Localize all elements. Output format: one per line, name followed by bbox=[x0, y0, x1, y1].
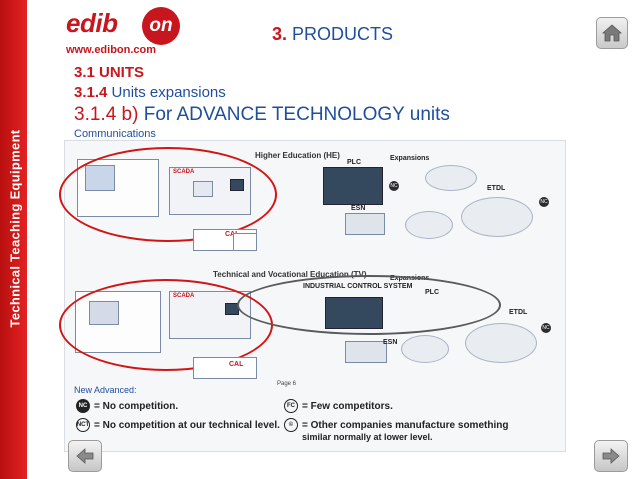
section-advanced-number: 3.1.4 b) bbox=[74, 104, 138, 125]
he-esn-device bbox=[345, 213, 385, 235]
section-advanced: 3.1.4 b) For ADVANCE TECHNOLOGY units bbox=[74, 104, 450, 126]
tv-cal-label: CAL bbox=[229, 361, 243, 368]
legend-nc: NC = No competition. bbox=[76, 399, 178, 413]
tv-esn-device bbox=[345, 341, 387, 363]
he-plc-label: PLC bbox=[347, 159, 361, 166]
logo-text: edib bbox=[66, 8, 117, 39]
he-etdl-label: ETDL bbox=[487, 185, 505, 192]
tv-esn-cloud bbox=[401, 335, 449, 363]
tv-ics-label: INDUSTRIAL CONTROL SYSTEM bbox=[303, 283, 412, 290]
section-expansions-number: 3.1.4 bbox=[74, 84, 107, 101]
nct-badge-icon: NCT bbox=[76, 418, 90, 432]
legend-oc: © = Other companies manufacture somethin… bbox=[284, 418, 508, 432]
legend-nct-text: = No competition at our technical level. bbox=[94, 420, 280, 431]
he-badge-plc: NC bbox=[389, 181, 399, 191]
side-label: Technical Teaching Equipment bbox=[2, 51, 29, 407]
tv-esn-label: ESN bbox=[383, 339, 397, 346]
page-title-number: 3. bbox=[272, 24, 287, 44]
panel-technical-vocational: Technical and Vocational Education (TV) … bbox=[65, 269, 567, 394]
legend-oc-text: = Other companies manufacture something bbox=[302, 420, 508, 431]
he-esn-cloud bbox=[405, 211, 453, 239]
legend-title: New Advanced: bbox=[74, 385, 137, 395]
tv-page-note: Page 6 bbox=[277, 381, 296, 387]
oc-badge-icon: © bbox=[284, 418, 298, 432]
he-badge-etdl: NC bbox=[539, 197, 549, 207]
home-button[interactable] bbox=[596, 17, 628, 49]
fc-badge-icon: FC bbox=[284, 399, 298, 413]
he-red-highlight bbox=[59, 147, 277, 242]
tv-etdl-cloud bbox=[465, 323, 537, 363]
tv-plc-label: PLC bbox=[425, 289, 439, 296]
legend-nc-text: = No competition. bbox=[94, 401, 178, 412]
arrow-right-icon bbox=[601, 448, 621, 464]
arrow-left-icon bbox=[75, 448, 95, 464]
he-top-cloud bbox=[425, 165, 477, 191]
subsection-communications: Communications bbox=[74, 128, 156, 140]
nc-badge-icon: NC bbox=[76, 399, 90, 413]
legend-oc-text-2: similar normally at lower level. bbox=[302, 432, 433, 442]
section-expansions: 3.1.4 Units expansions bbox=[74, 84, 226, 101]
he-cal-doc bbox=[233, 233, 257, 251]
logo-circle: on bbox=[142, 7, 180, 45]
website-url[interactable]: www.edibon.com bbox=[66, 44, 156, 56]
tv-etdl-label: ETDL bbox=[509, 309, 527, 316]
he-plc-device bbox=[323, 167, 383, 205]
he-label: Higher Education (HE) bbox=[255, 151, 340, 160]
home-icon bbox=[601, 23, 623, 43]
legend-nct: NCT = No competition at our technical le… bbox=[76, 418, 280, 432]
he-esn-label: ESN bbox=[351, 205, 365, 212]
section-advanced-text: For ADVANCE TECHNOLOGY units bbox=[144, 104, 450, 125]
tv-badge-etdl: NC bbox=[541, 323, 551, 333]
tv-plc-device bbox=[325, 297, 383, 329]
forward-button[interactable] bbox=[594, 440, 628, 472]
legend-fc-text: = Few competitors. bbox=[302, 401, 393, 412]
page-title-text: PRODUCTS bbox=[292, 24, 393, 44]
tv-cal-box bbox=[193, 357, 257, 379]
section-expansions-text: Units expansions bbox=[112, 84, 226, 101]
legend-fc: FC = Few competitors. bbox=[284, 399, 393, 413]
panel-higher-education: Higher Education (HE) Expansions SCADA P… bbox=[65, 141, 567, 269]
section-units: 3.1 UNITS bbox=[74, 64, 144, 81]
he-expansions-label: Expansions bbox=[390, 155, 429, 162]
edibon-logo: edib on bbox=[66, 8, 176, 48]
he-etdl-cloud bbox=[461, 197, 533, 237]
back-button[interactable] bbox=[68, 440, 102, 472]
page-title: 3. PRODUCTS bbox=[272, 24, 393, 45]
legend-oc-line2: similar normally at lower level. bbox=[302, 432, 433, 442]
